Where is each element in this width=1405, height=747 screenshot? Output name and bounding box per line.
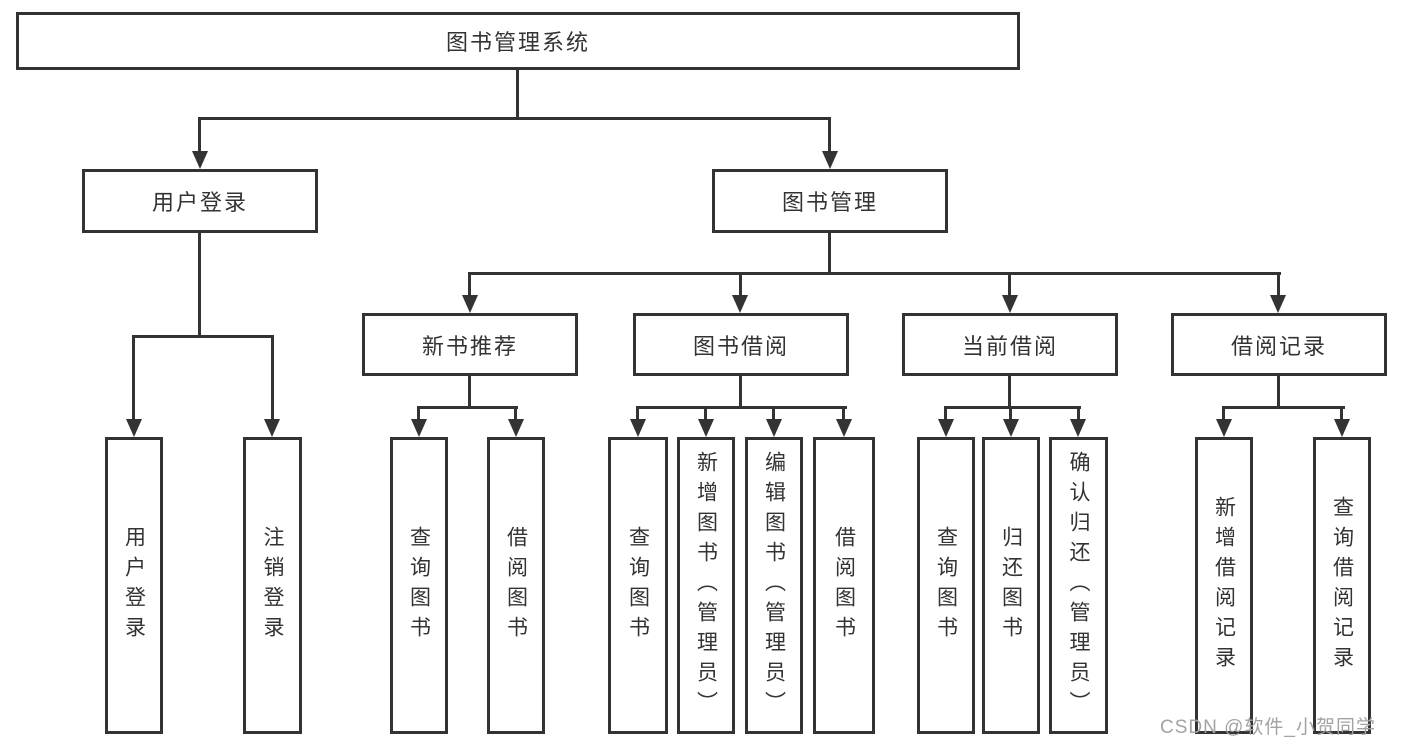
connector-currentborrow-stem bbox=[1008, 376, 1011, 406]
leaf-current-confirm-admin-label: 确认归还（管理员） bbox=[1067, 450, 1091, 721]
connector-drop-bb-add bbox=[704, 406, 707, 419]
connector-newbooks-stem bbox=[468, 376, 471, 406]
arrowhead-nb-query bbox=[411, 419, 427, 437]
connector-level3-split bbox=[468, 272, 1281, 275]
arrowhead-borrowrecords bbox=[1270, 295, 1286, 313]
connector-drop-br-add bbox=[1222, 406, 1225, 419]
arrowhead-bb-query bbox=[630, 419, 646, 437]
connector-root-stem bbox=[516, 69, 519, 117]
arrowhead-currentborrow bbox=[1002, 295, 1018, 313]
node-system-root: 图书管理系统 bbox=[16, 12, 1020, 70]
connector-drop-leaf-logout bbox=[271, 335, 274, 419]
arrowhead-cb-confirm bbox=[1070, 419, 1086, 437]
leaf-borrow-add-admin-label: 新增图书（管理员） bbox=[694, 450, 718, 721]
arrowhead-cb-return bbox=[1003, 419, 1019, 437]
leaf-newbooks-borrow: 借阅图书 bbox=[487, 437, 545, 734]
node-new-book-recommend: 新书推荐 bbox=[362, 313, 578, 376]
arrowhead-leaf-logout bbox=[264, 419, 280, 437]
leaf-borrow-edit-admin-label: 编辑图书（管理员） bbox=[762, 450, 786, 721]
arrowhead-book-mgmt bbox=[822, 151, 838, 169]
connector-drop-cb-return bbox=[1009, 406, 1012, 419]
arrowhead-nb-borrow bbox=[508, 419, 524, 437]
node-borrow-records: 借阅记录 bbox=[1171, 313, 1387, 376]
arrowhead-bb-edit bbox=[766, 419, 782, 437]
node-current-borrow: 当前借阅 bbox=[902, 313, 1118, 376]
connector-drop-newbooks bbox=[468, 272, 471, 295]
leaf-borrow-borrow: 借阅图书 bbox=[813, 437, 875, 734]
leaf-borrow-add-admin: 新增图书（管理员） bbox=[677, 437, 735, 734]
leaf-records-query: 查询借阅记录 bbox=[1313, 437, 1371, 734]
leaf-current-return: 归还图书 bbox=[982, 437, 1040, 734]
connector-drop-cb-confirm bbox=[1077, 406, 1080, 419]
connector-bookmgmt-stem bbox=[828, 233, 831, 272]
node-user-login: 用户登录 bbox=[82, 169, 318, 233]
arrowhead-bookborrow bbox=[732, 295, 748, 313]
leaf-current-confirm-admin: 确认归还（管理员） bbox=[1049, 437, 1108, 734]
arrowhead-cb-query bbox=[938, 419, 954, 437]
connector-drop-book-mgmt bbox=[828, 117, 831, 151]
leaf-records-add: 新增借阅记录 bbox=[1195, 437, 1253, 734]
leaf-borrow-borrow-label: 借阅图书 bbox=[832, 525, 856, 646]
connector-borrowrecords-stem bbox=[1277, 376, 1280, 406]
node-book-borrow: 图书借阅 bbox=[633, 313, 849, 376]
arrowhead-user-login bbox=[192, 151, 208, 169]
connector-borrowrecords-split bbox=[1222, 406, 1345, 409]
leaf-user-login-label: 用户登录 bbox=[122, 525, 146, 646]
leaf-borrow-edit-admin: 编辑图书（管理员） bbox=[745, 437, 803, 734]
connector-drop-bb-borrow bbox=[842, 406, 845, 419]
arrowhead-br-query bbox=[1334, 419, 1350, 437]
leaf-borrow-query: 查询图书 bbox=[608, 437, 668, 734]
connector-currentborrow-split bbox=[944, 406, 1081, 409]
connector-bookborrow-split bbox=[636, 406, 847, 409]
leaf-current-return-label: 归还图书 bbox=[999, 525, 1023, 646]
connector-drop-bookborrow bbox=[739, 272, 742, 295]
arrowhead-leaf-login bbox=[126, 419, 142, 437]
node-book-management: 图书管理 bbox=[712, 169, 948, 233]
connector-userlogin-stem bbox=[198, 233, 201, 335]
leaf-logout: 注销登录 bbox=[243, 437, 302, 734]
leaf-records-query-label: 查询借阅记录 bbox=[1330, 495, 1354, 676]
connector-drop-leaf-login bbox=[132, 335, 135, 419]
leaf-current-query-label: 查询图书 bbox=[934, 525, 958, 646]
connector-drop-nb-borrow bbox=[514, 406, 517, 419]
connector-drop-currentborrow bbox=[1008, 272, 1011, 295]
connector-level2-split bbox=[198, 117, 831, 120]
connector-drop-br-query bbox=[1340, 406, 1343, 419]
connector-drop-bb-edit bbox=[772, 406, 775, 419]
csdn-watermark: CSDN @软件_小贺同学 bbox=[1160, 717, 1376, 738]
arrowhead-br-add bbox=[1216, 419, 1232, 437]
connector-drop-bb-query bbox=[636, 406, 639, 419]
leaf-logout-label: 注销登录 bbox=[261, 525, 285, 646]
connector-drop-user-login bbox=[198, 117, 201, 151]
connector-drop-borrowrecords bbox=[1277, 272, 1280, 295]
leaf-newbooks-query: 查询图书 bbox=[390, 437, 448, 734]
arrowhead-bb-add bbox=[698, 419, 714, 437]
leaf-current-query: 查询图书 bbox=[917, 437, 975, 734]
leaf-records-add-label: 新增借阅记录 bbox=[1212, 495, 1236, 676]
connector-drop-nb-query bbox=[417, 406, 420, 419]
leaf-borrow-query-label: 查询图书 bbox=[626, 525, 650, 646]
arrowhead-bb-borrow bbox=[836, 419, 852, 437]
connector-userlogin-split bbox=[132, 335, 274, 338]
leaf-newbooks-borrow-label: 借阅图书 bbox=[504, 525, 528, 646]
connector-bookborrow-stem bbox=[739, 376, 742, 406]
leaf-newbooks-query-label: 查询图书 bbox=[407, 525, 431, 646]
leaf-user-login: 用户登录 bbox=[105, 437, 163, 734]
arrowhead-newbooks bbox=[462, 295, 478, 313]
connector-newbooks-split bbox=[417, 406, 518, 409]
connector-drop-cb-query bbox=[944, 406, 947, 419]
